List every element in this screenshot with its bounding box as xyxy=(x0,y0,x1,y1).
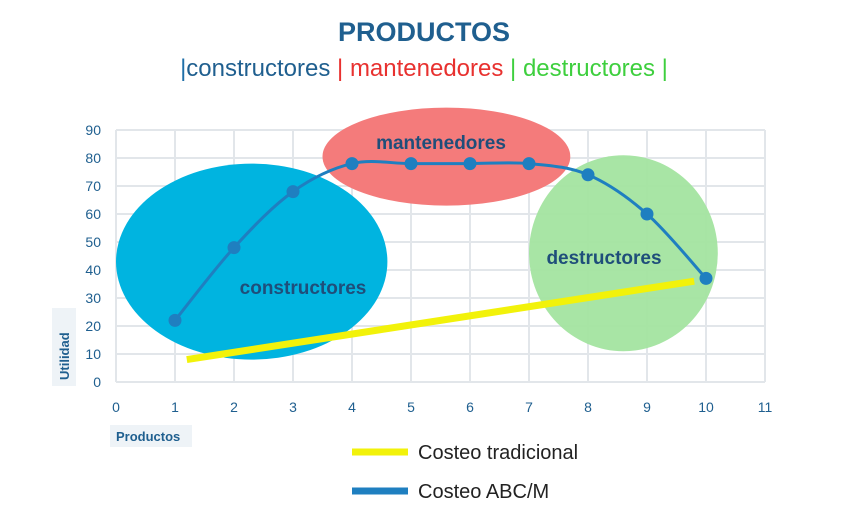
x-tick-label: 10 xyxy=(698,399,714,415)
data-point xyxy=(463,157,477,171)
y-tick-label: 30 xyxy=(85,290,101,306)
data-point xyxy=(227,241,241,255)
series xyxy=(168,157,713,364)
x-axis-label: Productos xyxy=(116,429,180,444)
subtitle-part: | xyxy=(655,55,668,82)
region-label: destructores xyxy=(546,248,661,269)
x-tick-label: 5 xyxy=(407,399,415,415)
x-tick-label: 1 xyxy=(171,399,179,415)
data-point xyxy=(345,157,359,171)
data-point xyxy=(699,271,713,285)
data-point xyxy=(286,185,300,199)
x-tick-label: 0 xyxy=(112,399,120,415)
x-tick-label: 6 xyxy=(466,399,474,415)
x-tick-label: 8 xyxy=(584,399,592,415)
y-tick-label: 40 xyxy=(85,262,101,278)
chart-subtitle: |constructores | mantenedores | destruct… xyxy=(180,55,668,82)
region-label: constructores xyxy=(240,278,367,299)
region-label: mantenedores xyxy=(376,133,506,154)
data-point xyxy=(168,313,182,327)
y-tick-label: 10 xyxy=(85,346,101,362)
xlabel-bg xyxy=(110,425,192,447)
data-point xyxy=(404,157,418,171)
legend-label: Costeo ABC/M xyxy=(418,481,549,503)
x-tick-label: 3 xyxy=(289,399,297,415)
subtitle-part: destructores xyxy=(523,55,655,82)
series-line-costeo-abc xyxy=(173,160,708,322)
x-tick-label: 7 xyxy=(525,399,533,415)
series-line-costeo-tradicional xyxy=(186,277,695,364)
ticks: 0 1 2 3 4 5 6 7 8 9 10 11 0 10 20 30 40 50 60 70 80 90 xyxy=(85,122,772,415)
subtitle-part: mantenedores xyxy=(350,55,503,82)
x-tick-label: 4 xyxy=(348,399,356,415)
y-tick-label: 20 xyxy=(85,318,101,334)
data-point xyxy=(522,157,536,171)
y-tick-label: 60 xyxy=(85,206,101,222)
region-mantenedores xyxy=(322,107,571,206)
y-tick-label: 50 xyxy=(85,234,101,250)
y-tick-label: 70 xyxy=(85,178,101,194)
legend-label: Costeo tradicional xyxy=(418,442,578,464)
subtitle-part: | xyxy=(180,55,186,82)
region-constructores xyxy=(116,163,388,360)
data-point xyxy=(581,168,595,182)
subtitle-part: | xyxy=(503,55,523,82)
y-tick-label: 90 xyxy=(85,122,101,138)
x-tick-label: 9 xyxy=(643,399,651,415)
data-point xyxy=(640,207,654,221)
chart-title: PRODUCTOS xyxy=(338,17,510,47)
subtitle-part: constructores xyxy=(186,55,330,82)
x-tick-label: 2 xyxy=(230,399,238,415)
y-tick-label: 80 xyxy=(85,150,101,166)
ylabel-bg xyxy=(52,308,76,386)
y-axis-label: Utilidad xyxy=(57,332,72,380)
x-tick-label: 11 xyxy=(758,399,773,415)
subtitle-part: | xyxy=(330,55,350,82)
y-tick-label: 0 xyxy=(93,374,101,390)
